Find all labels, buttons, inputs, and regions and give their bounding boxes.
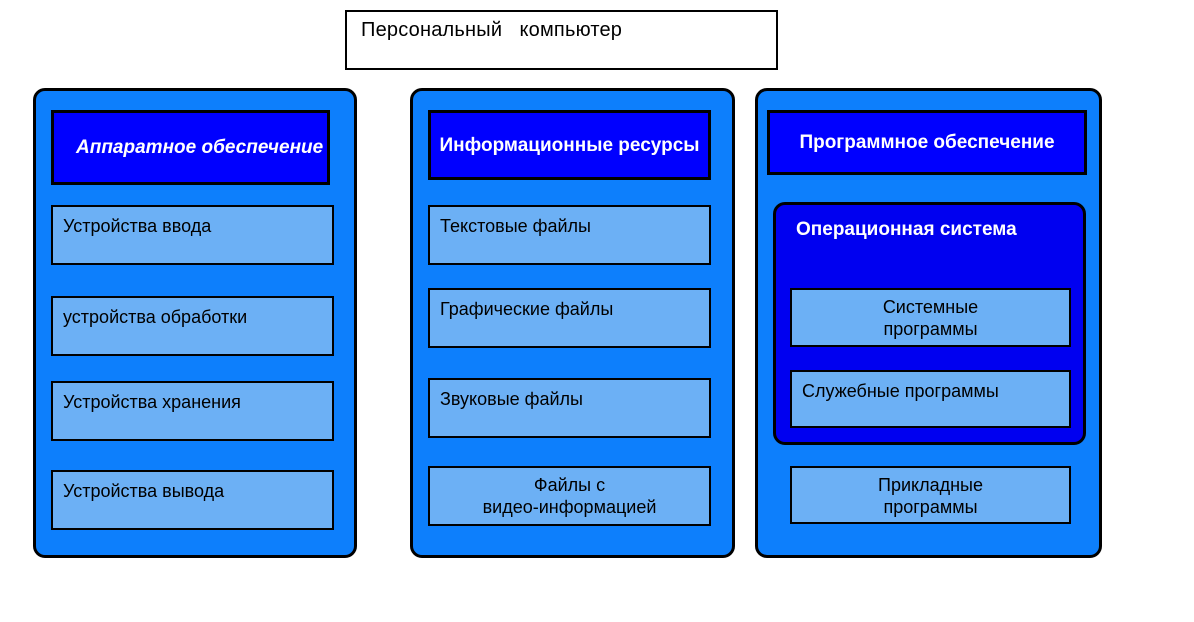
diagram-title-text: Персональный компьютер: [361, 19, 623, 41]
item-hardware-storage: Устройства хранения: [51, 381, 334, 441]
item-hardware-processing: устройства обработки: [51, 296, 334, 356]
header-hardware: Аппаратное обеспечение: [51, 110, 330, 185]
item-info-audio-files: Звуковые файлы: [428, 378, 711, 438]
header-information-resources: Информационные ресурсы: [428, 110, 711, 180]
item-hardware-input: Устройства ввода: [51, 205, 334, 265]
group-operating-system-title: Операционная система: [796, 219, 1017, 240]
diagram-title-box: Персональный компьютер: [345, 10, 778, 70]
item-hardware-output: Устройства вывода: [51, 470, 334, 530]
item-application-programs: Прикладные программы: [790, 466, 1071, 524]
item-utility-programs: Служебные программы: [790, 370, 1071, 428]
item-info-video-files: Файлы с видео-информацией: [428, 466, 711, 526]
item-info-text-files: Текстовые файлы: [428, 205, 711, 265]
header-software: Программное обеспечение: [767, 110, 1087, 175]
item-info-graphic-files: Графические файлы: [428, 288, 711, 348]
item-system-programs: Системные программы: [790, 288, 1071, 347]
